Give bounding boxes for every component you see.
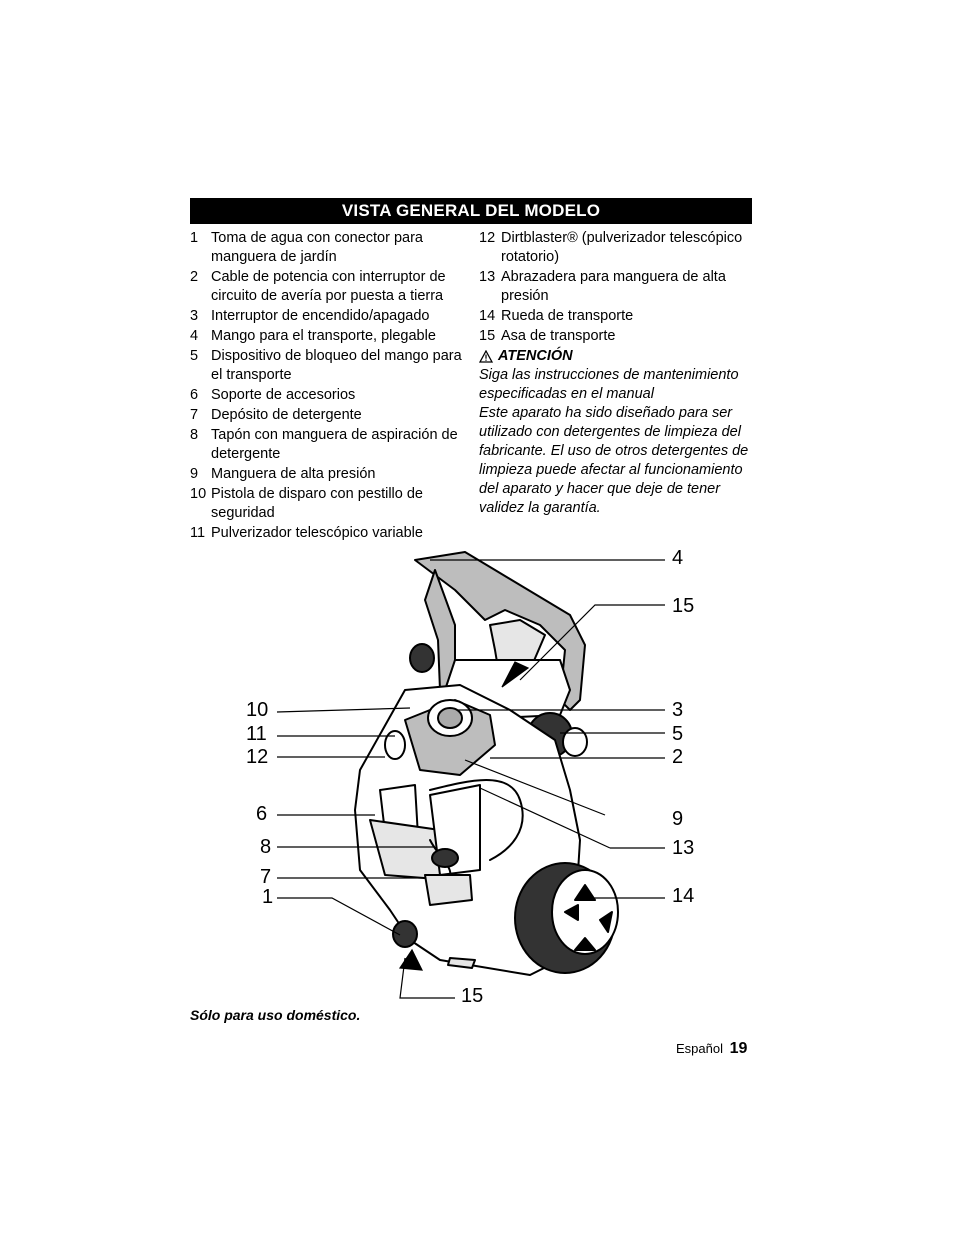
callout-9: 9 bbox=[672, 808, 684, 830]
callout-2: 2 bbox=[672, 746, 684, 768]
page-footer: Español 19 bbox=[676, 1040, 747, 1058]
footnote: Sólo para uso doméstico. bbox=[190, 1007, 361, 1023]
callout-15-bottom: 15 bbox=[461, 985, 484, 1007]
warning-title: ATENCIÓN bbox=[479, 347, 754, 366]
warning-text-2: Este aparato ha sido diseñado para ser u… bbox=[479, 405, 749, 516]
pressure-washer-illustration bbox=[276, 551, 665, 999]
callout-5: 5 bbox=[672, 723, 684, 745]
callout-1: 1 bbox=[262, 886, 274, 908]
callout-14: 14 bbox=[672, 885, 695, 907]
warning-triangle-icon bbox=[479, 350, 493, 363]
section-title: VISTA GENERAL DEL MODELO bbox=[190, 198, 752, 224]
callout-13: 13 bbox=[672, 837, 695, 859]
pressure-washer-diagram: 4 15 10 3 11 5 12 2 6 9 8 13 7 14 1 15 bbox=[240, 540, 710, 1020]
callout-3: 3 bbox=[672, 699, 684, 721]
callout-10: 10 bbox=[246, 699, 269, 721]
callout-12: 12 bbox=[246, 746, 269, 768]
callout-15-top: 15 bbox=[672, 595, 695, 617]
warning-text-1: Siga las instrucciones de mantenimiento … bbox=[479, 367, 739, 402]
callout-4: 4 bbox=[672, 547, 684, 569]
footer-language: Español bbox=[676, 1041, 723, 1056]
callout-7: 7 bbox=[260, 866, 272, 888]
callout-8: 8 bbox=[260, 836, 272, 858]
callout-6: 6 bbox=[256, 803, 268, 825]
callout-11: 11 bbox=[246, 723, 267, 745]
page-number: 19 bbox=[729, 1040, 748, 1057]
